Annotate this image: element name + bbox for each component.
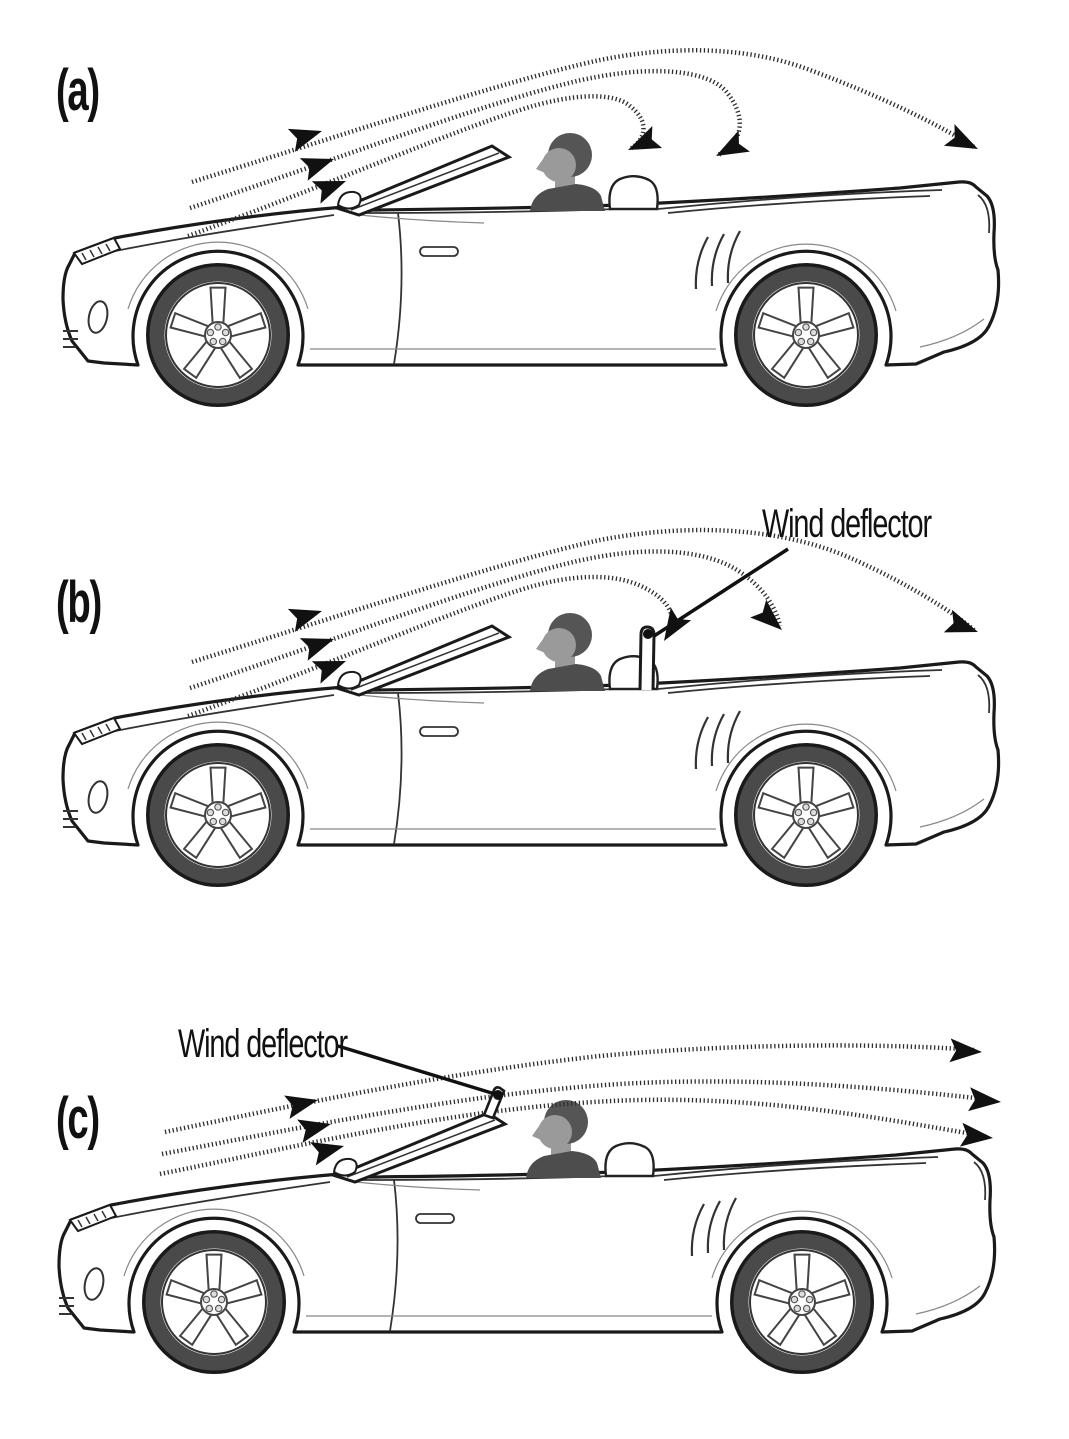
car-c xyxy=(59,1100,995,1372)
panel-a xyxy=(63,48,999,405)
panel-label-a: (a) xyxy=(56,58,100,123)
airflow-arrowhead-icon xyxy=(710,130,750,167)
airflow-arrowhead-icon xyxy=(943,609,983,644)
panel-a-airflow-lines xyxy=(187,48,976,239)
airflow-arrowhead-icon xyxy=(623,126,663,161)
airflow-line xyxy=(159,1097,987,1177)
wind-deflector-post xyxy=(638,625,656,691)
car-a xyxy=(63,133,999,405)
airflow-arrowhead-icon xyxy=(968,1087,1003,1114)
panel-label-c: (c) xyxy=(56,1086,100,1151)
panel-b xyxy=(63,527,999,885)
airflow-line xyxy=(191,48,976,185)
callout-leader-line xyxy=(653,547,789,638)
panel-c xyxy=(59,1038,1003,1372)
car-b xyxy=(63,613,999,885)
wind-deflector-c xyxy=(337,1044,506,1120)
wind-deflector-b xyxy=(638,547,789,691)
wind-deflector-label-b: Wind deflector xyxy=(762,502,932,546)
airflow-line xyxy=(161,1079,995,1157)
airflow-arrowhead-icon xyxy=(299,627,338,661)
airflow-line xyxy=(189,68,742,211)
wind-deflector-label-c: Wind deflector xyxy=(178,1022,348,1066)
airflow-line xyxy=(189,549,783,691)
airflow-line xyxy=(187,94,646,239)
leader-dot-icon xyxy=(643,629,653,639)
airflow-arrowhead-icon xyxy=(943,124,984,160)
airflow-arrowhead-icon xyxy=(284,1088,321,1119)
airflow-line xyxy=(164,1043,975,1135)
airflow-arrowhead-icon xyxy=(287,599,326,632)
airflow-arrowhead-icon xyxy=(287,119,326,152)
airflow-arrowhead-icon xyxy=(959,1122,995,1150)
panel-c-airflow-lines xyxy=(159,1043,995,1177)
leader-dot-icon xyxy=(493,1090,503,1100)
airflow-arrowhead-icon xyxy=(949,1038,983,1064)
airflow-arrowhead-icon xyxy=(299,147,338,181)
callout-leader-line xyxy=(337,1044,496,1096)
panel-label-b: (b) xyxy=(56,570,102,635)
